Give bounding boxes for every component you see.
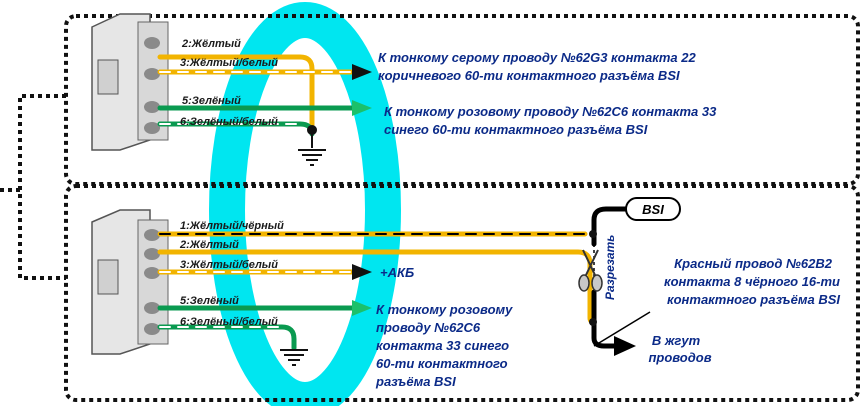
red-wire-note: Красный провод №62B2: [674, 256, 833, 271]
harness-pointer: [593, 311, 651, 347]
harness-note: В жгут: [652, 333, 701, 348]
scissors-icon: [578, 249, 603, 292]
link-bracket: [18, 94, 66, 280]
bottom-pin-label: 6:Зелёный/белый: [180, 316, 278, 328]
bottom-arrows: [352, 264, 372, 316]
bottom-note-pink: 60-ти контактного: [376, 356, 508, 371]
bottom-pin-label: 1:Жёлтый/чёрный: [180, 220, 284, 232]
frames: [0, 14, 860, 402]
bottom-pin-label: 2:Жёлтый: [179, 239, 239, 251]
watermark: [209, 2, 401, 411]
top-note-pink: К тонкому розовому проводу №62C6 контакт…: [384, 104, 717, 119]
top-connector: [91, 13, 169, 151]
bottom-pin-label: 5:Зелёный: [180, 295, 239, 307]
junction-dot: [589, 318, 597, 326]
top-note-gray: К тонкому серому проводу №62G3 контакта …: [378, 50, 696, 65]
top-pin-label: 6:Зелёный/белый: [180, 116, 278, 128]
cut-label: Разрезать: [603, 235, 617, 300]
arrow-icon: [352, 300, 372, 316]
arrow-icon: [352, 64, 372, 80]
top-pin-label: 2:Жёлтый: [181, 38, 241, 50]
bottom-frame: [64, 184, 860, 402]
top-pin-label: 3:Жёлтый/белый: [180, 57, 278, 69]
junction-dot: [589, 230, 597, 238]
top-pin-label: 5:Зелёный: [182, 95, 241, 107]
arrow-icon: [352, 264, 372, 280]
ground-icon: [298, 149, 326, 166]
ground-icon: [280, 349, 308, 366]
arrow-icon: [614, 336, 636, 356]
bottom-pin-label: 3:Жёлтый/белый: [180, 259, 278, 271]
bottom-connector: [91, 209, 169, 355]
bottom-note-pink: разъёма BSI: [375, 374, 456, 389]
top-note-gray: коричневого 60-ти контактного разъёма BS…: [378, 68, 680, 83]
red-wire-note: контактного разъёма BSI: [667, 292, 840, 307]
arrow-icon: [352, 100, 372, 116]
red-wire-note: контакта 8 чёрного 16-ти: [664, 274, 840, 289]
top-ground: [298, 125, 326, 166]
akb-label: +АКБ: [380, 265, 414, 280]
bsi-tag: BSI: [625, 197, 681, 221]
bottom-note-pink: проводу №62C6: [376, 320, 481, 335]
bottom-note-pink: контакта 33 синего: [376, 338, 509, 353]
bsi-label: BSI: [642, 202, 664, 217]
bottom-ground: [280, 349, 308, 366]
bottom-note-pink: К тонкому розовому: [376, 302, 513, 317]
harness-note: проводов: [648, 350, 711, 365]
top-note-pink: синего 60-ти контактного разъёма BSI: [384, 122, 648, 137]
top-arrows: [352, 64, 372, 116]
